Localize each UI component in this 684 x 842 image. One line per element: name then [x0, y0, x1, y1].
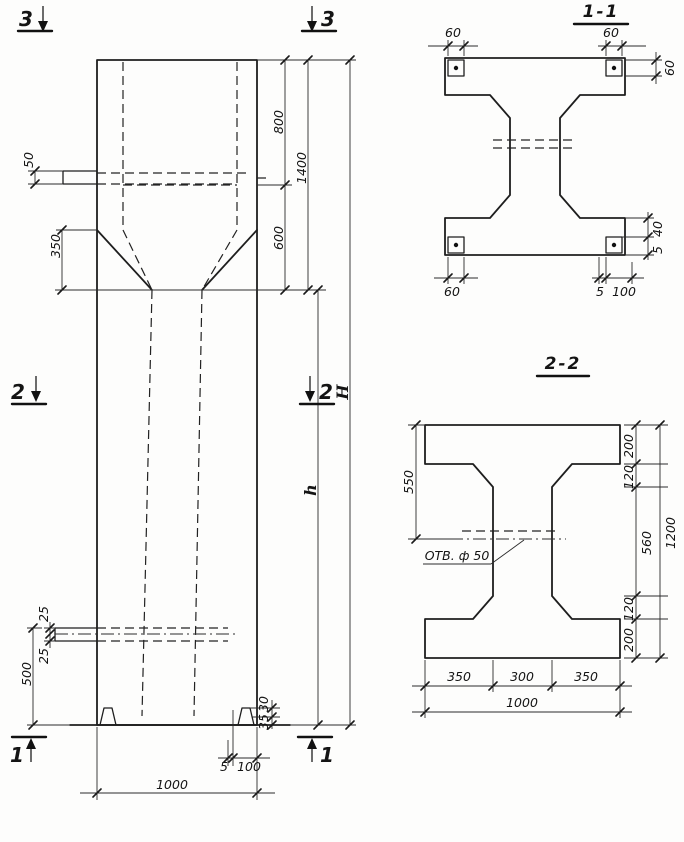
elevation-view: 800 600 1400 h H 50 350 25 25 500 30 35 …	[19, 55, 356, 800]
dim-1000-bottom-label: 1000	[506, 695, 538, 710]
dim-350-right-label: 350	[574, 669, 598, 684]
dim-35-label: 35	[256, 714, 271, 730]
anchor-dot-bottom-right	[611, 242, 617, 248]
taper-edges	[96, 229, 258, 291]
dim-120-bottom-label: 120	[621, 597, 636, 621]
dim-100-bottom-label: 100	[612, 284, 636, 299]
dim-100-base-label: 100	[237, 759, 261, 774]
dim-500-label: 500	[19, 662, 34, 686]
corner-plates	[447, 59, 623, 254]
dim-25-lower-label: 25	[36, 648, 51, 664]
lower-ledge	[54, 627, 97, 642]
recess-hidden-lines	[122, 62, 238, 291]
anchor-dot-top-left	[453, 65, 459, 71]
dim-60-bottom-left-label: 60	[444, 284, 460, 299]
section-1-1-dimension-ticks	[443, 41, 661, 283]
dim-5-base-label: 5	[220, 759, 228, 774]
dim-300-label: 300	[510, 669, 534, 684]
base-feet	[99, 707, 255, 726]
dim-550-label: 550	[401, 470, 416, 494]
section-1-1-hole-hidden	[493, 139, 575, 149]
dim-40-right-label: 40	[650, 221, 665, 237]
dim-5-bottom-label: 5	[596, 284, 604, 299]
section-1-1-extension-lines	[447, 40, 662, 284]
marker-2-left-label: 2	[11, 380, 25, 404]
marker-1-right-arrowhead	[307, 738, 317, 749]
marker-3-left-arrowhead	[38, 21, 48, 32]
dim-800-label: 800	[271, 110, 286, 134]
dim-25-upper-label: 25	[36, 606, 51, 622]
section-1-1-title: 1-1	[583, 2, 620, 22]
marker-2-left-arrowhead	[31, 391, 41, 402]
plate-bottom-left	[447, 236, 465, 254]
shaft-hidden-lines	[141, 289, 203, 717]
plate-bottom-right	[605, 236, 623, 254]
dim-200-top-label: 200	[621, 434, 636, 458]
column-outline	[96, 59, 258, 726]
marker-1-left-label: 1	[10, 743, 24, 767]
dim-350-label: 350	[48, 234, 63, 258]
marker-2-right-label: 2	[319, 380, 333, 404]
dim-60-right-label: 60	[662, 60, 677, 76]
plate-top-left	[447, 59, 465, 77]
dim-30-label: 30	[256, 696, 271, 712]
marker-3-right-label: 3	[321, 7, 335, 31]
dim-1400-label: 1400	[294, 152, 309, 184]
section-cut-markers: 3 3 2 2 1 1	[10, 6, 338, 767]
marker-1-right-label: 1	[320, 743, 334, 767]
hole-callout-leader	[423, 539, 525, 565]
dim-560-label: 560	[639, 531, 654, 555]
anchor-dot-top-right	[611, 65, 617, 71]
lower-ledge-hidden	[97, 627, 228, 642]
elevation-dimension-ticks	[28, 55, 355, 798]
marker-3-right-arrowhead	[307, 21, 317, 32]
dim-350-left-label: 350	[447, 669, 471, 684]
dim-120-top-label: 120	[621, 465, 636, 489]
section-2-2-outline	[424, 424, 621, 659]
dim-50-label: 50	[21, 152, 36, 168]
section-2-2-view: 2-2 ОТВ. ф 50 550 200 120 560 120 200 12…	[401, 354, 678, 718]
dim-H-label: H	[333, 384, 352, 401]
dim-600-label: 600	[271, 226, 286, 250]
dim-h-label: h	[301, 484, 320, 496]
dim-60-top-left-label: 60	[445, 25, 461, 40]
upper-ledge-hidden	[97, 172, 268, 185]
section-2-2-dimension-lines	[412, 425, 661, 713]
plate-top-right	[605, 59, 623, 77]
upper-ledge	[62, 170, 97, 185]
marker-2-right-arrowhead	[305, 391, 315, 402]
dim-1000-label: 1000	[156, 777, 188, 792]
dim-1200-label: 1200	[663, 517, 678, 549]
marker-3-left-label: 3	[19, 7, 33, 31]
dim-5-right-label: 5	[650, 246, 665, 254]
dim-60-top-right-label: 60	[603, 25, 619, 40]
section-2-2-dimension-ticks	[411, 420, 665, 717]
section-1-1-outline	[444, 57, 626, 256]
marker-1-left-arrowhead	[26, 738, 36, 749]
section-2-2-title: 2-2	[545, 354, 582, 374]
hole-callout-label: ОТВ. ф 50	[425, 548, 490, 563]
dim-200-bottom-label: 200	[621, 628, 636, 652]
section-1-1-view: 1-1 60 60 60 60 5 100 40 5	[428, 2, 677, 299]
anchor-dot-bottom-left	[453, 242, 459, 248]
